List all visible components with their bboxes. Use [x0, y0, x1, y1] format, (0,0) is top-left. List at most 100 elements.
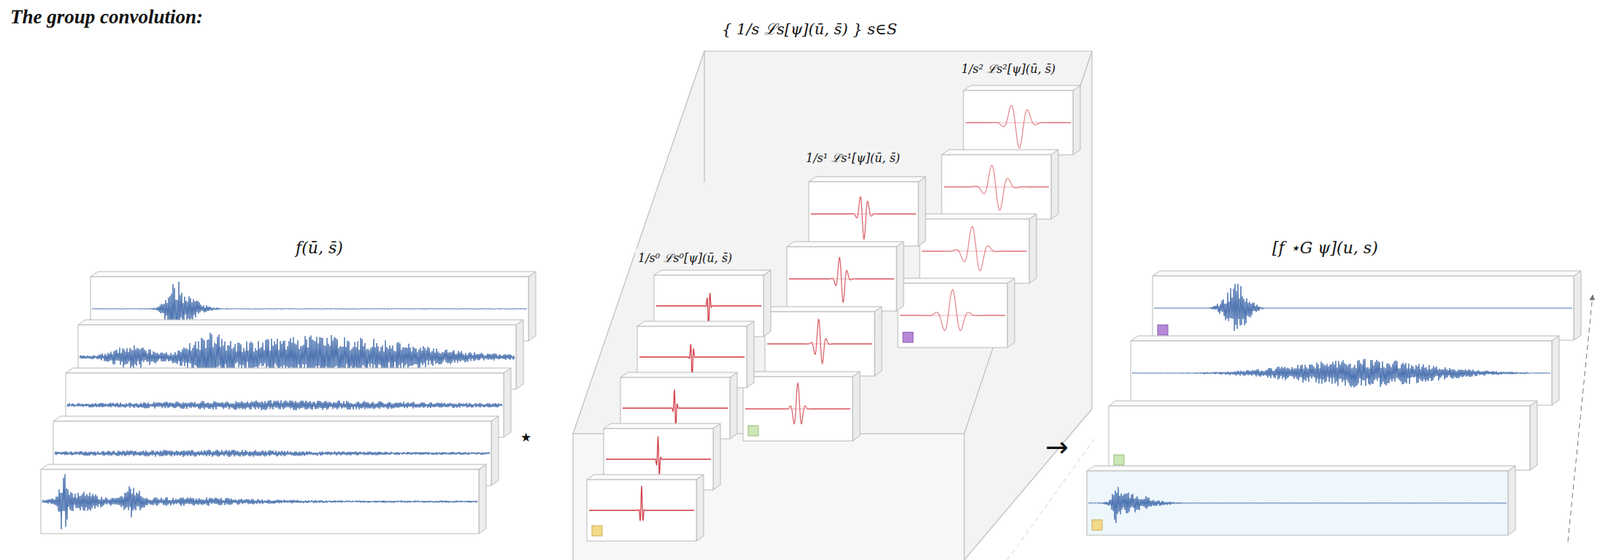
panel-top [65, 367, 511, 373]
panel-face [941, 154, 1052, 219]
panel-face [586, 479, 697, 541]
panel-side [1051, 149, 1059, 219]
output-stack: [f ⋆G ψ](u, s) [1086, 237, 1555, 541]
signal-waveform [42, 474, 478, 530]
signal-waveform [1154, 283, 1573, 331]
panel-side [896, 241, 904, 311]
panel-side [1072, 85, 1081, 155]
panel-side [852, 371, 860, 441]
title: The group convolution: [10, 5, 203, 29]
stack-label: f(ū, s̄) [292, 237, 346, 258]
group-axis [1567, 294, 1593, 542]
panel-top [637, 321, 755, 327]
result-arrow: → [1045, 430, 1069, 463]
panel-side [746, 321, 755, 388]
panel-top [919, 213, 1037, 219]
filter-wavelet [965, 105, 1071, 149]
filter-stack-s2 [897, 85, 1081, 348]
group-marker [748, 425, 759, 436]
stack-label: [f ⋆G ψ](u, s) [1269, 237, 1382, 258]
filter-wavelet [943, 164, 1049, 210]
panel-side [1029, 213, 1037, 284]
box-edge [964, 408, 1092, 560]
panel-top [1152, 270, 1582, 276]
signal-waveform [67, 400, 503, 411]
panel-side [713, 423, 721, 490]
filter-wavelet [789, 257, 895, 303]
filter-stack-s0 [586, 270, 771, 541]
panel-side [491, 416, 499, 486]
group-marker [1091, 519, 1103, 530]
signal-waveform [1088, 486, 1507, 523]
panel-top [764, 306, 882, 312]
panel-side [874, 306, 882, 376]
panel-top [53, 416, 499, 422]
box-back-edge [704, 51, 1092, 409]
panel-top [586, 474, 704, 480]
panel-face [808, 181, 919, 246]
panel-face [1108, 405, 1530, 471]
panel-top [808, 176, 926, 182]
signal-stack: f(ū, s̄) [40, 237, 523, 539]
panel-face [40, 469, 479, 534]
panel-top [603, 423, 721, 429]
stack-label: { 1/s ℒs[ψ](ū, s̄) } s∈S [718, 17, 900, 40]
panel-top [1108, 400, 1538, 406]
panel-side [729, 372, 738, 439]
panel-top [654, 270, 771, 276]
panel-top [1130, 335, 1560, 341]
panel-top [620, 372, 738, 378]
filter-wavelet [921, 226, 1028, 271]
stack-label: 1/s¹ ℒs¹[ψ](ū, s̄) [802, 148, 903, 167]
panel-face [897, 283, 1008, 348]
panel-side [1529, 400, 1538, 471]
panel-face [786, 246, 897, 311]
input-signal-stack [40, 271, 536, 534]
group-marker [902, 332, 914, 343]
panel-side [478, 464, 487, 534]
panel-face [743, 376, 853, 441]
panel-side [918, 176, 926, 246]
group-marker [1113, 454, 1125, 465]
filter-bank-volume [572, 51, 1095, 560]
panel-top [941, 149, 1059, 155]
filter-bank-box: { 1/s ℒs[ψ](ū, s̄) } s∈S 1/s⁰ ℒs⁰[ψ](ū, s… [572, 17, 1092, 560]
panel-top [963, 85, 1081, 91]
filter-stack-s1 [743, 176, 926, 441]
convolution-operator: ⋆ [518, 421, 534, 452]
panel-side [1007, 278, 1015, 348]
output-stack [1086, 270, 1582, 536]
filter-stack: 1/s² ℒs²[ψ](ū, s̄) [958, 59, 1090, 309]
filter-wavelet [767, 318, 873, 363]
filter-wavelet [900, 289, 1006, 331]
stack-label: 1/s⁰ ℒs⁰[ψ](ū, s̄) [635, 248, 736, 267]
panel-side [763, 270, 771, 337]
panel-side [1508, 465, 1516, 536]
panel-face [764, 311, 875, 376]
panel-face [919, 218, 1030, 284]
filter-wavelet [810, 197, 917, 240]
panel-side [1573, 270, 1582, 341]
panel-top [786, 241, 904, 247]
filter-wavelet [589, 485, 695, 521]
panel-face [1130, 340, 1552, 406]
panel-side [503, 367, 511, 438]
panel-side [528, 271, 536, 341]
panel-face [963, 90, 1073, 155]
panel-side [696, 474, 704, 541]
panel-top [743, 371, 860, 377]
filter-wavelet [745, 383, 851, 425]
panel-top [40, 464, 487, 470]
signal-waveform [54, 449, 490, 457]
panel-face [1086, 470, 1509, 536]
signal-waveform [1132, 359, 1551, 388]
panel-top [1086, 465, 1516, 471]
group-marker [591, 525, 603, 536]
panel-top [90, 271, 536, 277]
panel-side [1551, 335, 1560, 406]
panel-side [516, 319, 524, 390]
panel-top [897, 278, 1015, 284]
filter-wavelet [622, 389, 728, 429]
